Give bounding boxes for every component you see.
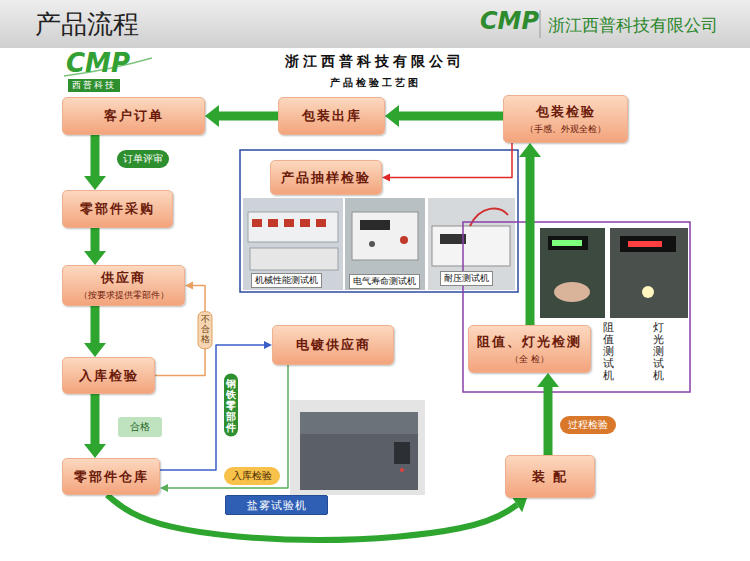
process-box: 包装检验 （手感、外观全检） <box>503 95 628 143</box>
process-box: 产品抽样检验 <box>270 160 382 195</box>
salt-spray-photo <box>290 400 425 495</box>
display-digits <box>552 240 582 246</box>
equipment-tag: 盐雾试验机 <box>225 495 328 515</box>
gauge <box>252 219 262 227</box>
knob <box>369 241 375 247</box>
diagram-title: 浙江西普科技有限公司 <box>285 53 465 71</box>
test-photo <box>243 198 343 290</box>
shelf <box>248 212 338 242</box>
sampling-frame <box>240 150 518 292</box>
flow-arrow <box>91 306 100 343</box>
page-title: 产品流程 <box>35 7 139 42</box>
header-divider <box>540 10 541 38</box>
flow-arrow <box>107 495 517 540</box>
photo-ground <box>290 400 425 495</box>
box-title: 零部件采购 <box>80 200 155 218</box>
flow-arrow <box>91 394 100 444</box>
box-title: 客户订单 <box>104 107 164 125</box>
knob <box>400 236 408 244</box>
photo-ground <box>243 198 343 290</box>
box-title: 电镀供应商 <box>296 336 371 354</box>
process-box: 供应商 （按要求提供零部件） <box>62 265 185 306</box>
process-box: 装 配 <box>505 455 595 498</box>
gauge <box>284 219 294 227</box>
edge-label: 合格 <box>118 417 162 437</box>
connector-line <box>160 345 264 470</box>
process-box: 客户订单 <box>62 97 205 135</box>
lamp <box>642 286 654 298</box>
box-note: （按要求提供零部件） <box>79 289 169 302</box>
machine-lid <box>300 412 418 434</box>
company-name: 浙江西普科技有限公司 <box>548 14 718 37</box>
box-note: （全 检） <box>510 353 549 366</box>
box-title: 零部件仓库 <box>74 468 149 486</box>
photo-ground <box>428 198 515 290</box>
box-title: 包装检验 <box>536 103 596 121</box>
display <box>620 236 676 252</box>
test-photo <box>428 198 515 290</box>
cable <box>470 209 508 226</box>
logo-mark: CMP <box>66 48 130 78</box>
box-title: 包装出库 <box>302 107 362 125</box>
flow-arrow <box>399 112 503 121</box>
instrument <box>352 212 418 260</box>
display <box>360 220 390 230</box>
gauge <box>316 219 326 227</box>
test-photo <box>540 228 605 318</box>
photo-caption: 灯光测试机 <box>653 322 664 382</box>
test-photo <box>610 228 688 318</box>
edge-label: 订单评审 <box>117 150 169 168</box>
gauge <box>268 219 278 227</box>
header-band <box>0 0 750 48</box>
process-box: 包装出库 <box>278 97 385 135</box>
bench <box>250 248 338 270</box>
test-photo <box>345 198 425 290</box>
box-note: （手感、外观全检） <box>525 123 606 136</box>
display <box>440 234 466 244</box>
process-box: 零部件采购 <box>62 190 173 228</box>
box-title: 阻值、灯光检测 <box>477 333 582 351</box>
connector-line <box>168 365 288 488</box>
box-title: 入库检验 <box>79 367 139 385</box>
edge-label: 入库检验 <box>224 467 280 485</box>
instrument <box>432 226 510 266</box>
process-box: 电镀供应商 <box>272 325 394 365</box>
photo-caption: 电气寿命测试机 <box>349 274 420 289</box>
photo-ground <box>540 228 605 318</box>
box-title: 产品抽样检验 <box>281 169 371 187</box>
display <box>548 236 588 250</box>
box-title: 供应商 <box>101 269 146 287</box>
flow-arrow <box>219 112 278 121</box>
process-box: 阻值、灯光检测 （全 检） <box>468 325 591 373</box>
box-title: 盐雾试验机 <box>247 498 307 513</box>
flow-arrow <box>91 135 100 176</box>
edge-label: 过程检验 <box>560 416 616 434</box>
indicator <box>400 468 404 472</box>
logo-caption: 西普科技 <box>68 79 120 92</box>
process-box: 入库检验 <box>62 357 155 394</box>
display-digits <box>628 241 662 247</box>
photo-caption: 耐压测试机 <box>440 271 493 286</box>
edge-label: 钢铁零部件 <box>224 374 238 437</box>
logo-mark: CMP <box>480 7 539 35</box>
box-title: 装 配 <box>532 468 569 486</box>
gauge <box>300 219 310 227</box>
control-panel <box>394 442 410 464</box>
photo-caption: 机械性能测试机 <box>251 273 322 288</box>
flow-arrow <box>544 387 553 455</box>
edge-label: 不合格 <box>198 311 213 349</box>
diagram-subtitle: 产品检验工艺图 <box>330 76 421 90</box>
process-box: 零部件仓库 <box>62 458 160 495</box>
photo-ground <box>345 198 425 290</box>
machine-body <box>300 412 418 490</box>
flow-arrow <box>526 157 535 325</box>
inspection-frame <box>463 222 690 392</box>
connector-line <box>390 143 512 178</box>
flow-arrow <box>91 228 100 251</box>
photo-caption: 阻值测试机 <box>603 322 614 382</box>
photo-ground <box>610 228 688 318</box>
hand <box>554 282 590 302</box>
